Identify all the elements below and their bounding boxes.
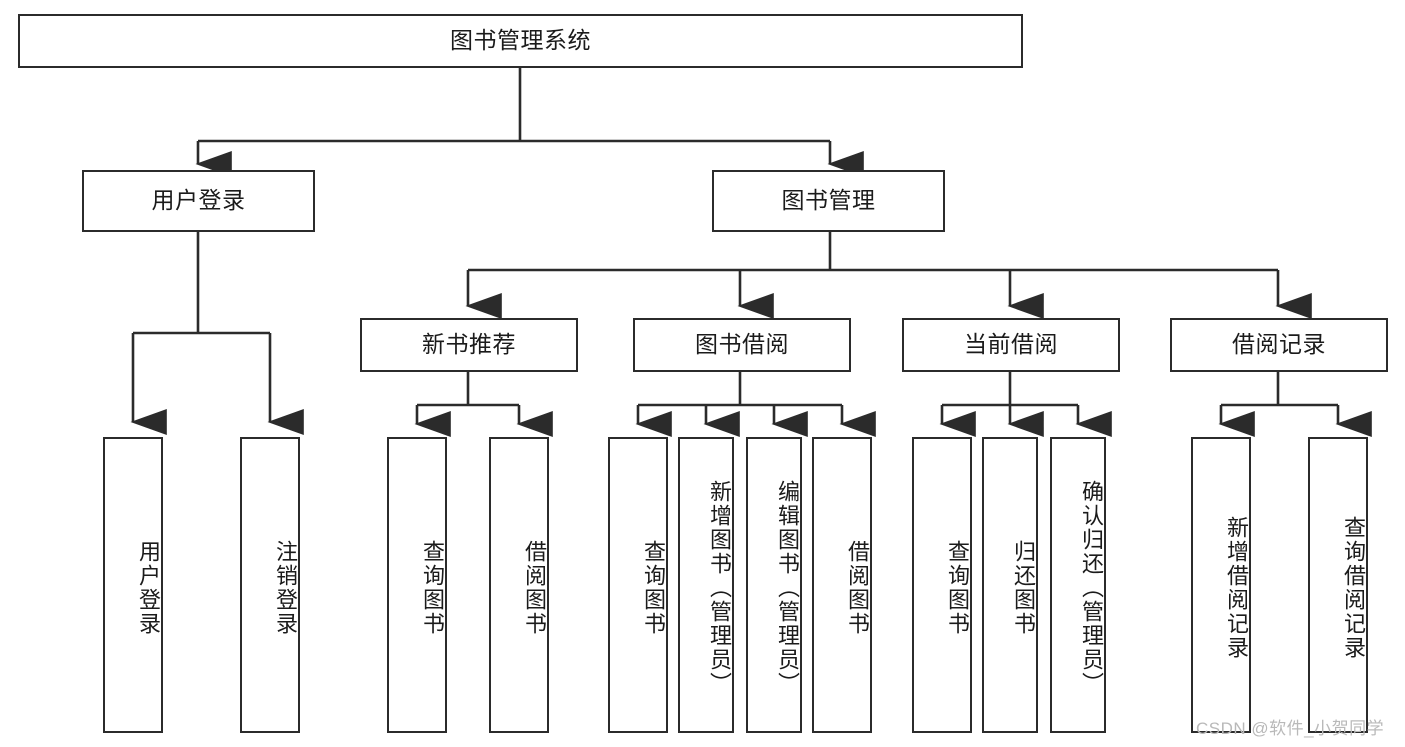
node-new-book-recommend[interactable]: 新书推荐 xyxy=(360,318,578,372)
leaf-add-book-admin[interactable]: 新增图书（管理员） xyxy=(678,437,734,733)
node-book-borrow[interactable]: 图书借阅 xyxy=(633,318,851,372)
leaf-add-book-admin-label: 新增图书（管理员） xyxy=(707,480,732,696)
node-root-label: 图书管理系统 xyxy=(450,27,591,54)
node-current-borrow-label: 当前借阅 xyxy=(964,331,1058,358)
leaf-borrow-book-recommend[interactable]: 借阅图书 xyxy=(489,437,549,733)
leaf-borrow-book-recommend-label: 借阅图书 xyxy=(522,540,547,636)
leaf-confirm-return-admin[interactable]: 确认归还（管理员） xyxy=(1050,437,1106,733)
node-user-login-label: 用户登录 xyxy=(151,187,246,214)
leaf-user-login-label: 用户登录 xyxy=(136,540,161,636)
leaf-logout[interactable]: 注销登录 xyxy=(240,437,300,733)
leaf-confirm-return-admin-label: 确认归还（管理员） xyxy=(1079,480,1104,696)
leaf-return-book[interactable]: 归还图书 xyxy=(982,437,1038,733)
node-book-management-label: 图书管理 xyxy=(781,187,876,214)
node-current-borrow[interactable]: 当前借阅 xyxy=(902,318,1120,372)
leaf-query-book-recommend-label: 查询图书 xyxy=(420,540,445,636)
node-root[interactable]: 图书管理系统 xyxy=(18,14,1023,68)
node-new-book-recommend-label: 新书推荐 xyxy=(422,331,516,358)
leaf-query-book-current[interactable]: 查询图书 xyxy=(912,437,972,733)
leaf-query-book-current-label: 查询图书 xyxy=(945,540,970,636)
leaf-edit-book-admin-label: 编辑图书（管理员） xyxy=(775,480,800,696)
leaf-return-book-label: 归还图书 xyxy=(1011,540,1036,636)
leaf-user-login[interactable]: 用户登录 xyxy=(103,437,163,733)
node-user-login[interactable]: 用户登录 xyxy=(82,170,315,232)
leaf-add-borrow-record-label: 新增借阅记录 xyxy=(1224,516,1249,660)
leaf-edit-book-admin[interactable]: 编辑图书（管理员） xyxy=(746,437,802,733)
leaf-query-borrow-record-label: 查询借阅记录 xyxy=(1341,516,1366,660)
leaf-query-book-borrow[interactable]: 查询图书 xyxy=(608,437,668,733)
node-borrow-records[interactable]: 借阅记录 xyxy=(1170,318,1388,372)
node-book-borrow-label: 图书借阅 xyxy=(695,331,789,358)
leaf-add-borrow-record[interactable]: 新增借阅记录 xyxy=(1191,437,1251,733)
leaf-query-book-recommend[interactable]: 查询图书 xyxy=(387,437,447,733)
node-borrow-records-label: 借阅记录 xyxy=(1232,331,1326,358)
leaf-borrow-book-label: 借阅图书 xyxy=(845,540,870,636)
leaf-query-book-borrow-label: 查询图书 xyxy=(641,540,666,636)
csdn-watermark: CSDN @软件_小贺同学 xyxy=(1196,719,1385,738)
leaf-query-borrow-record[interactable]: 查询借阅记录 xyxy=(1308,437,1368,733)
leaf-logout-label: 注销登录 xyxy=(273,540,298,636)
node-book-management[interactable]: 图书管理 xyxy=(712,170,945,232)
leaf-borrow-book[interactable]: 借阅图书 xyxy=(812,437,872,733)
